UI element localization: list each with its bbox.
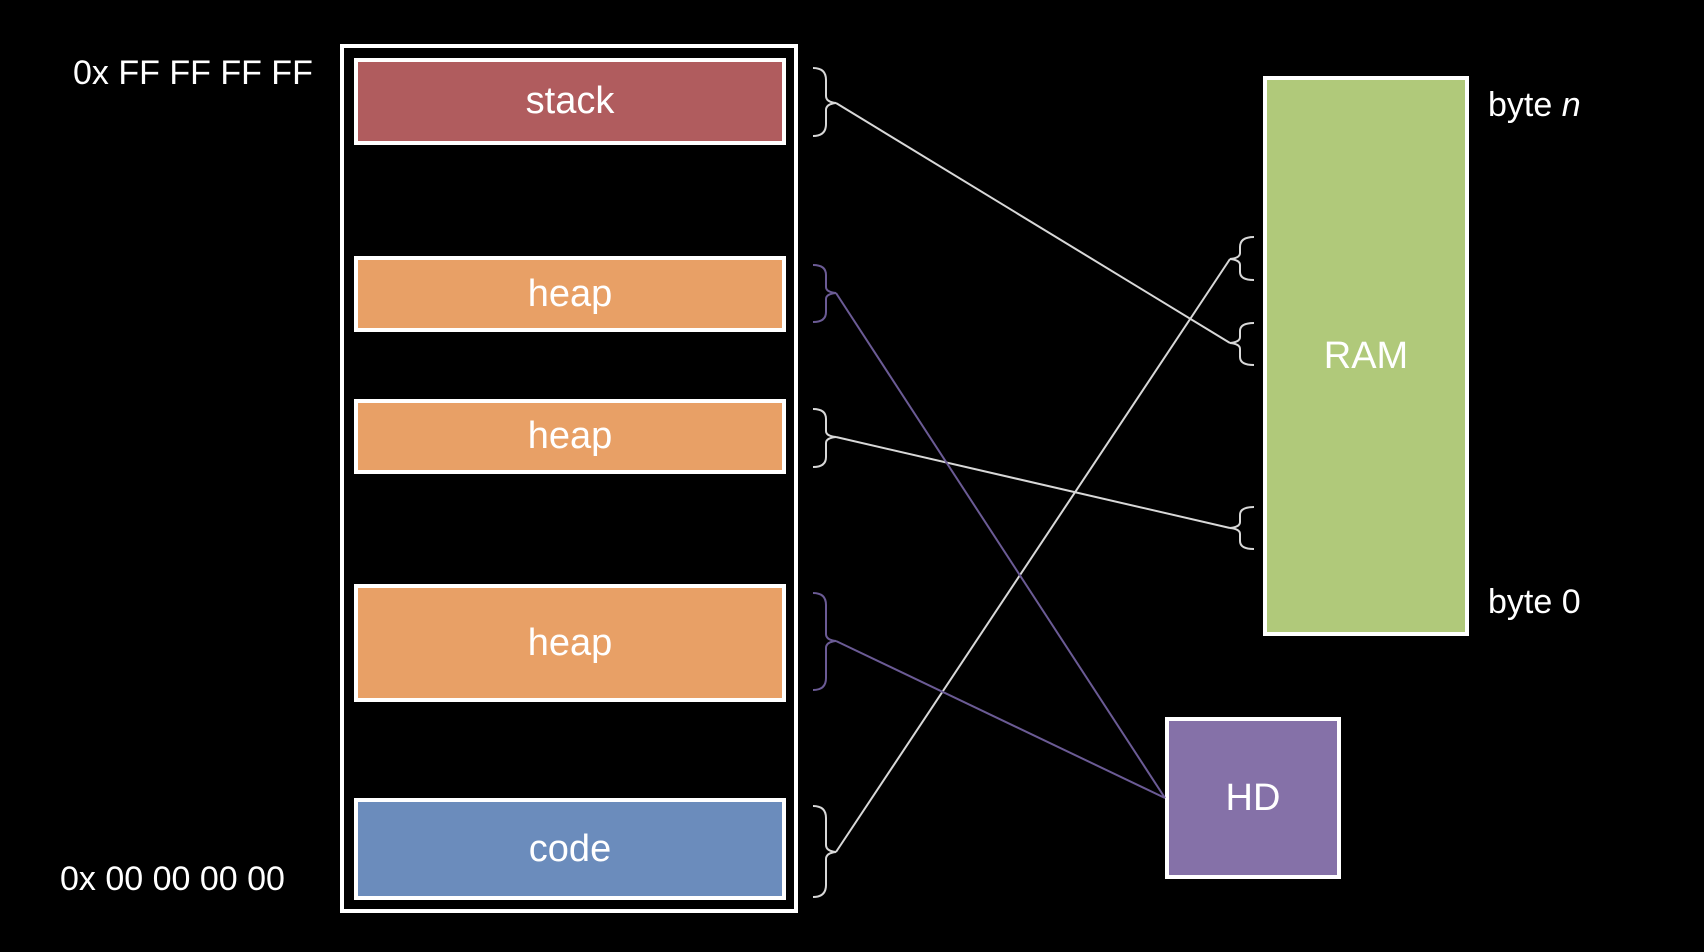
- code-brace: [812, 805, 837, 898]
- ram-top-label-var: n: [1561, 86, 1581, 124]
- code-segment: code: [354, 798, 786, 900]
- ram-brace-bottom: [1229, 506, 1255, 550]
- heap-segment-1: heap: [354, 256, 786, 332]
- ram-bottom-label: byte 0: [1488, 583, 1581, 621]
- heap1-brace: [812, 264, 837, 323]
- stack-segment: stack: [354, 58, 786, 145]
- code-to-ram-line: [835, 258, 1231, 853]
- ram-brace-top: [1229, 236, 1255, 281]
- address-bottom-label: 0x 00 00 00 00: [60, 860, 285, 898]
- heap2-brace: [812, 408, 837, 468]
- heap-segment-3: heap: [354, 584, 786, 702]
- hard-disk-block: HD: [1165, 717, 1341, 879]
- virtual-address-space: [340, 44, 798, 913]
- ram-top-label-prefix: byte: [1488, 86, 1562, 124]
- ram-block: RAM: [1263, 76, 1469, 636]
- heap-segment-2: heap: [354, 399, 786, 474]
- ram-top-label: byte n: [1488, 88, 1581, 122]
- stack-brace: [812, 67, 837, 137]
- heap3-to-hd-line: [835, 640, 1166, 799]
- address-top-label: 0x FF FF FF FF: [73, 54, 313, 92]
- heap1-to-hd-line: [835, 292, 1166, 799]
- ram-brace-middle: [1229, 322, 1255, 366]
- heap2-to-ram-line: [835, 436, 1231, 529]
- heap3-brace: [812, 592, 837, 691]
- stack-to-ram-line: [835, 102, 1231, 344]
